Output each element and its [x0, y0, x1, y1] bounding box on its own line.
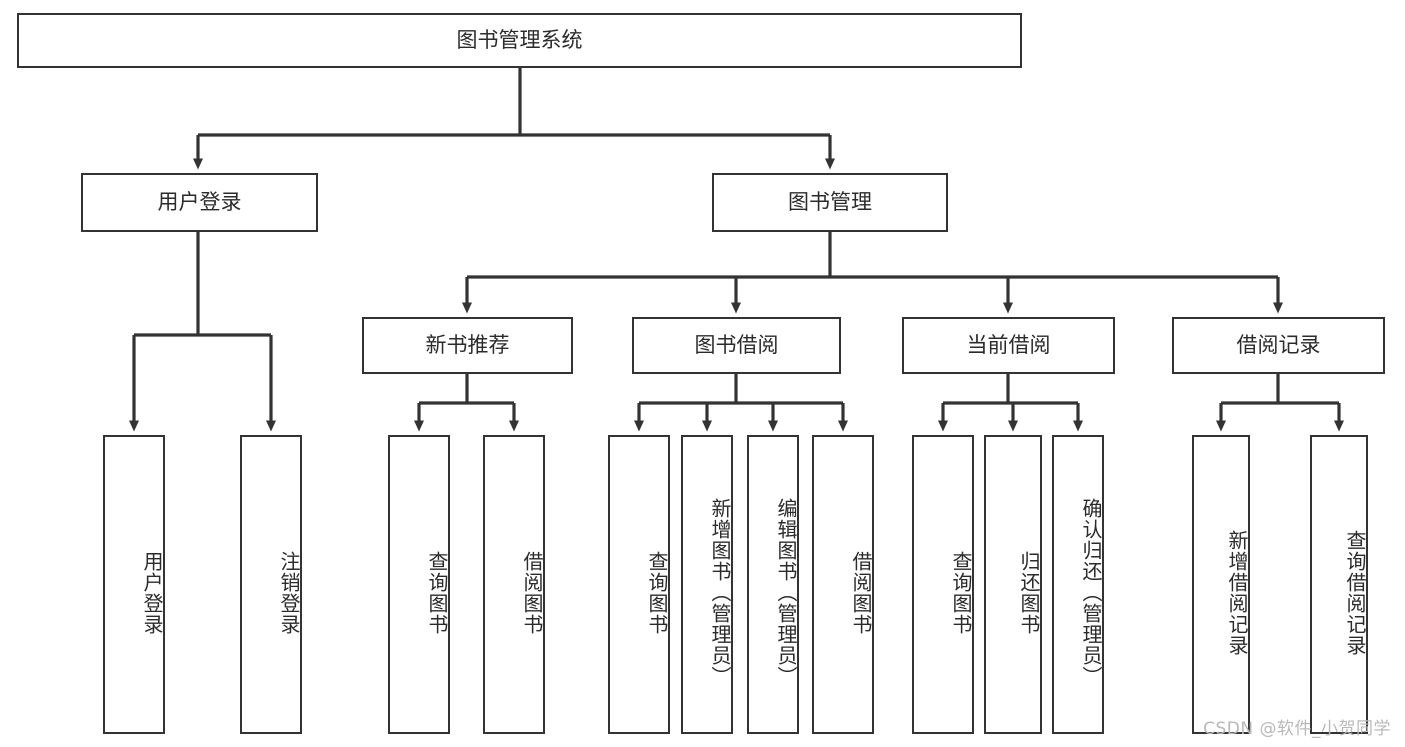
node-label: 新增借阅记录	[1225, 529, 1249, 656]
node-leaf-borrow-book-1[interactable]: 借阅图书	[483, 435, 545, 734]
node-leaf-confirm-return[interactable]: 确认归还（管理员）	[1052, 435, 1104, 734]
node-label: 新增图书（管理员）	[708, 498, 732, 687]
node-label: 确认归还（管理员）	[1079, 498, 1103, 687]
node-label: 借阅图书	[849, 550, 873, 635]
node-book-manage[interactable]: 图书管理	[712, 173, 948, 232]
node-leaf-add-record[interactable]: 新增借阅记录	[1192, 435, 1250, 734]
node-label: 新书推荐	[425, 333, 510, 358]
node-label: 借阅记录	[1236, 333, 1321, 358]
node-label: 查询借阅记录	[1343, 529, 1367, 656]
node-label: 用户登录	[157, 190, 242, 215]
node-leaf-return-book[interactable]: 归还图书	[984, 435, 1042, 734]
node-user-login[interactable]: 用户登录	[81, 173, 318, 232]
csdn-watermark: CSDN @软件_小贺同学	[1203, 719, 1391, 739]
node-leaf-query-record[interactable]: 查询借阅记录	[1310, 435, 1368, 734]
node-label: 查询图书	[949, 550, 973, 635]
node-label: 图书管理系统	[456, 28, 583, 53]
node-leaf-borrow-book-2[interactable]: 借阅图书	[812, 435, 874, 734]
node-leaf-edit-book[interactable]: 编辑图书（管理员）	[747, 435, 799, 734]
node-leaf-add-book[interactable]: 新增图书（管理员）	[681, 435, 733, 734]
node-leaf-query-book-1[interactable]: 查询图书	[388, 435, 450, 734]
node-leaf-query-book-3[interactable]: 查询图书	[912, 435, 974, 734]
node-label: 查询图书	[645, 550, 669, 635]
node-label: 用户登录	[140, 550, 164, 635]
node-label: 编辑图书（管理员）	[774, 498, 798, 687]
node-label: 图书借阅	[694, 333, 779, 358]
node-root-system[interactable]: 图书管理系统	[17, 13, 1022, 68]
node-label: 注销登录	[277, 550, 301, 635]
node-label: 归还图书	[1017, 550, 1041, 635]
node-new-book-rec[interactable]: 新书推荐	[362, 317, 573, 374]
node-label: 当前借阅	[966, 333, 1051, 358]
node-label: 借阅图书	[520, 550, 544, 635]
node-leaf-user-login[interactable]: 用户登录	[103, 435, 165, 734]
node-current-borrow[interactable]: 当前借阅	[902, 317, 1115, 374]
node-leaf-user-logout[interactable]: 注销登录	[240, 435, 302, 734]
node-label: 图书管理	[788, 190, 872, 215]
node-book-borrow[interactable]: 图书借阅	[632, 317, 841, 374]
node-leaf-query-book-2[interactable]: 查询图书	[608, 435, 670, 734]
node-label: 查询图书	[425, 550, 449, 635]
node-borrow-record[interactable]: 借阅记录	[1172, 317, 1385, 374]
